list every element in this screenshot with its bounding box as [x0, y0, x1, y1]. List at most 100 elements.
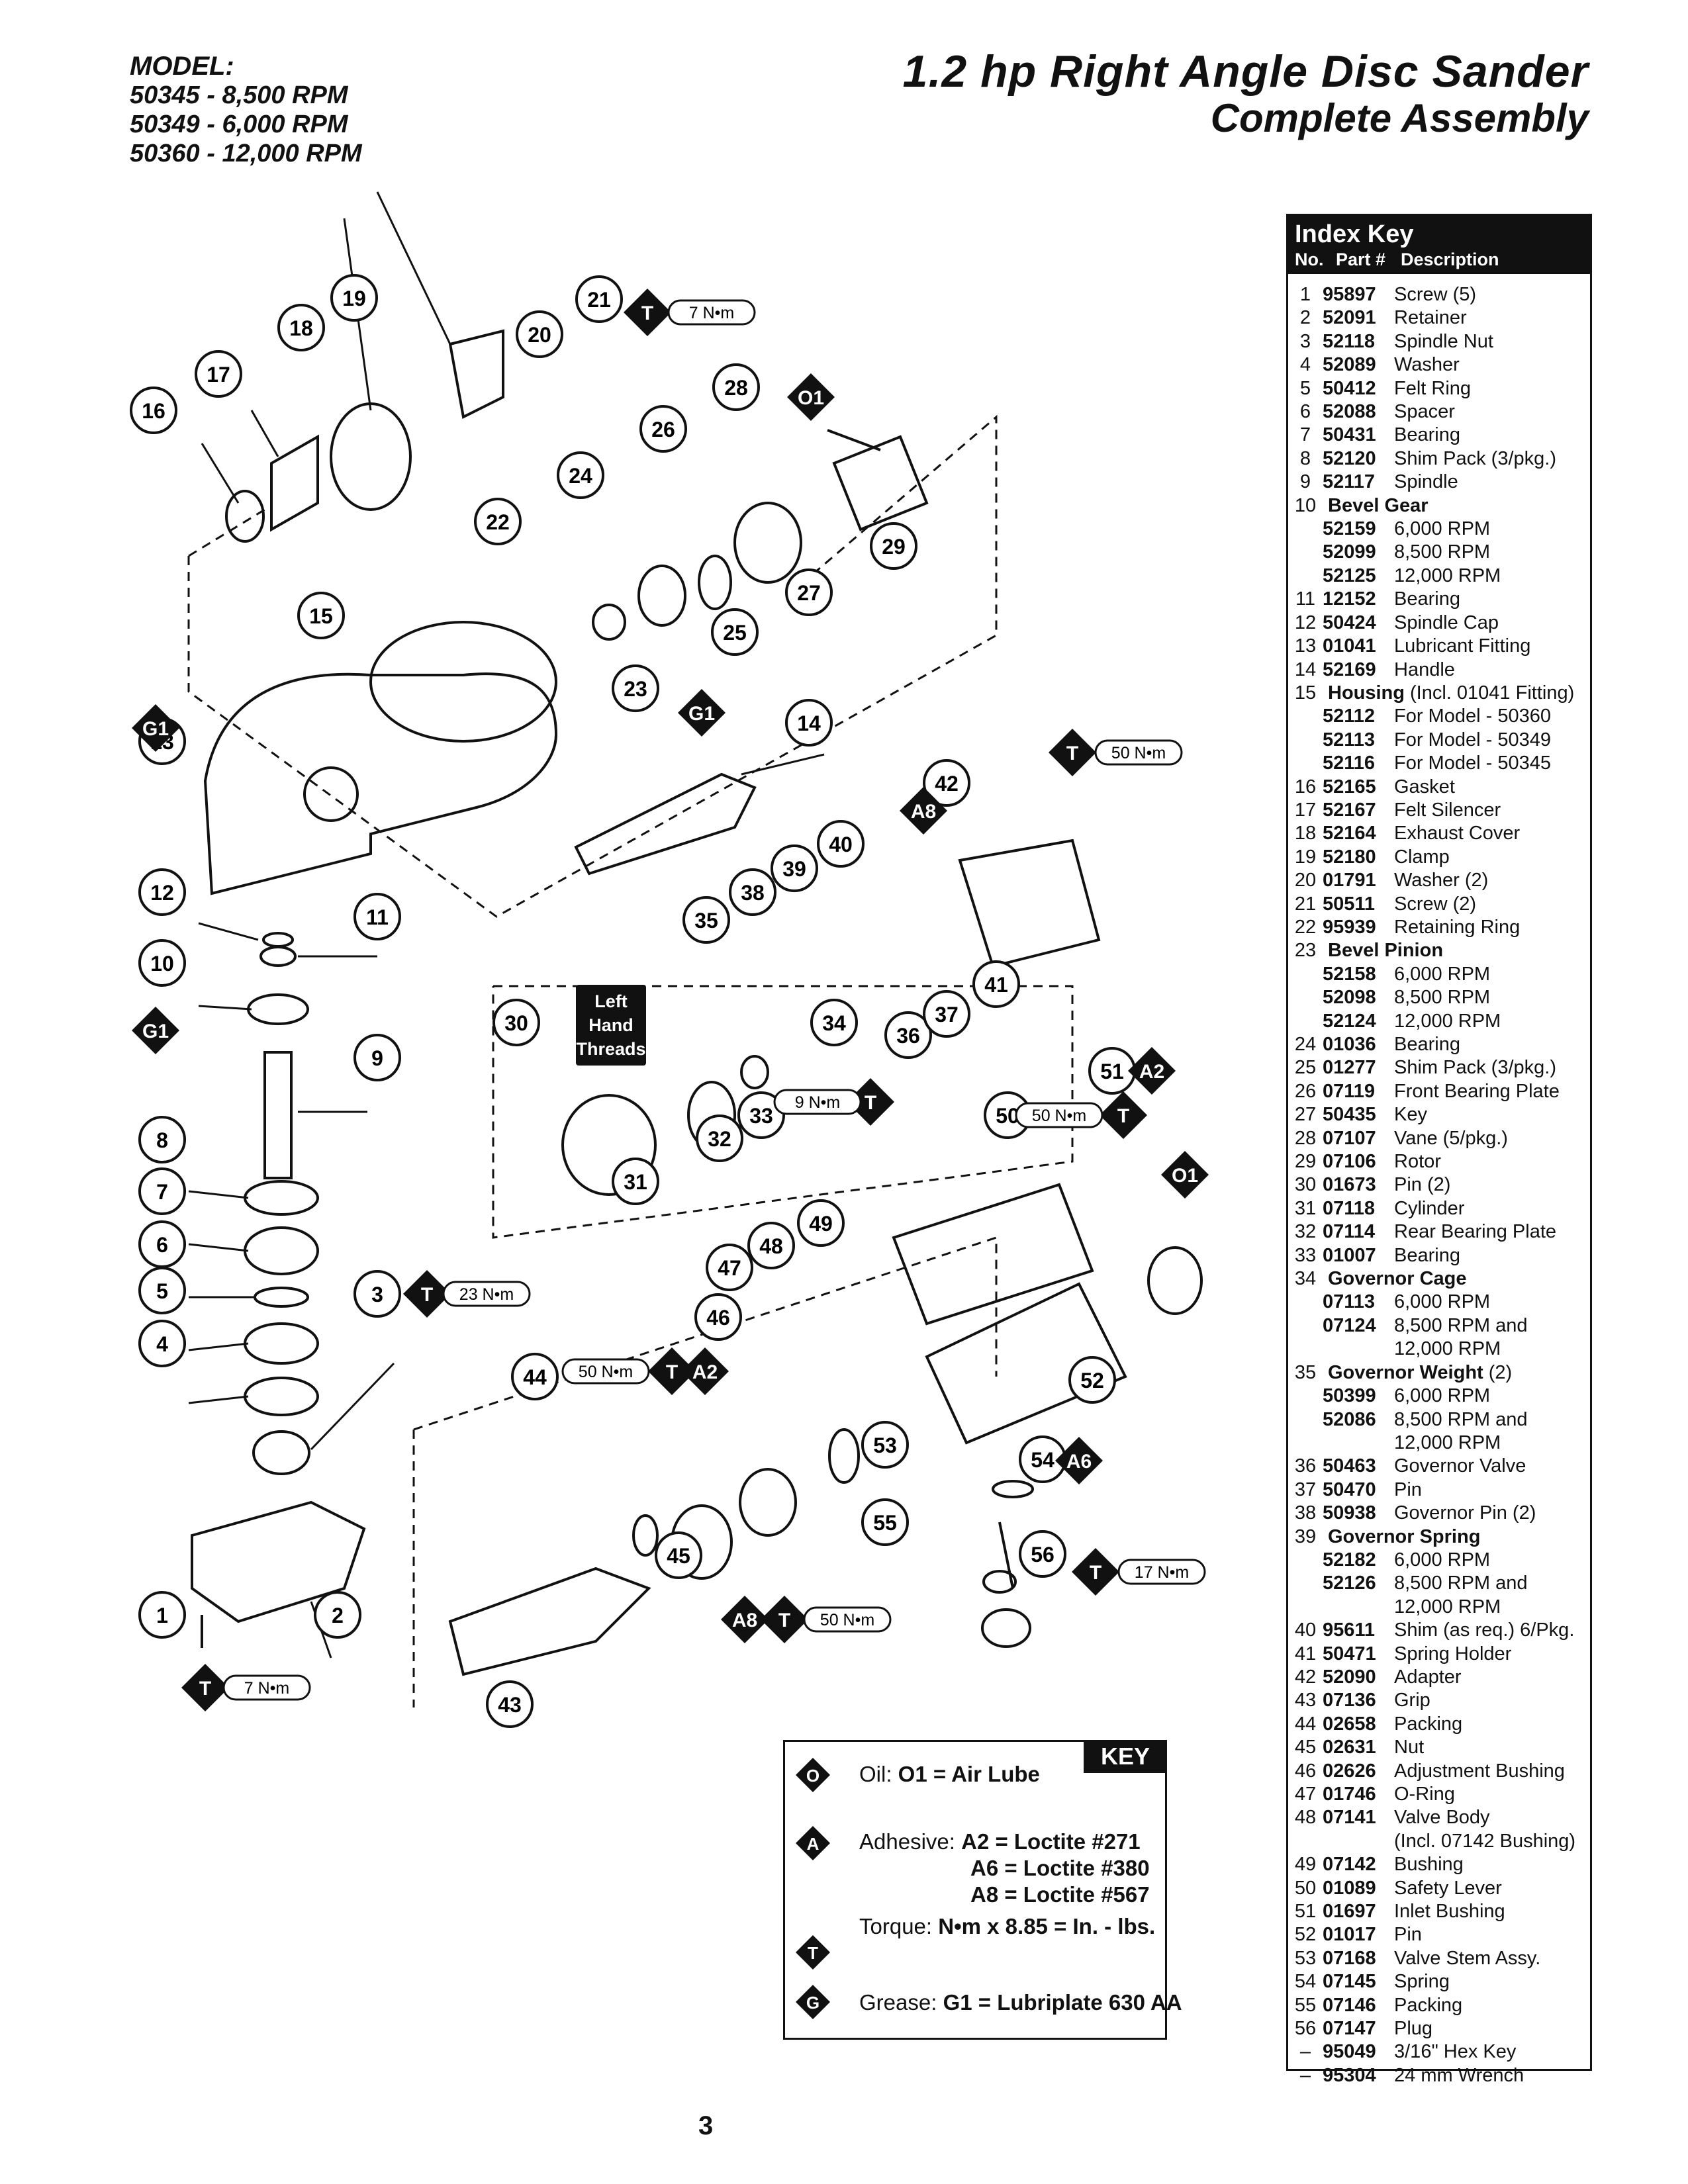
row-part: 52125: [1323, 565, 1376, 586]
svg-text:42: 42: [935, 772, 959, 796]
row-number: 12: [1294, 612, 1317, 633]
shim-pack-8: [244, 1180, 319, 1216]
row-number: 42: [1294, 1666, 1317, 1688]
row-part: 50399: [1323, 1385, 1376, 1407]
svg-text:12: 12: [150, 881, 174, 905]
torque-value-pill: 50 N•m: [561, 1358, 650, 1385]
callout-16: 16: [130, 387, 177, 434]
row-description: Spacer: [1394, 401, 1455, 423]
callout-37: 37: [923, 990, 970, 1038]
svg-text:26: 26: [651, 418, 675, 441]
row-part: 50424: [1323, 612, 1376, 633]
row-description: Shim Pack (3/pkg.): [1394, 1057, 1556, 1079]
row-part: 01277: [1323, 1057, 1376, 1079]
callout-43: 43: [486, 1680, 534, 1728]
retainer-part: [191, 1500, 366, 1623]
spec-symbol-t: T: [624, 289, 671, 336]
row-description: 8,500 RPM and: [1394, 1572, 1528, 1594]
svg-text:19: 19: [342, 287, 366, 310]
row-part: 07136: [1323, 1690, 1376, 1711]
row-part: 07147: [1323, 2018, 1376, 2040]
row-description: [1472, 1267, 1591, 1291]
callout-15: 15: [297, 592, 345, 639]
row-number: 20: [1294, 870, 1317, 891]
row-description: Valve Body: [1394, 1807, 1490, 1829]
spec-symbol-g1: G1: [132, 704, 179, 752]
svg-text:T: T: [778, 1610, 790, 1631]
row-number: –: [1299, 2064, 1311, 2086]
row-description: Handle: [1394, 659, 1455, 680]
row-part: 01036: [1323, 1034, 1376, 1055]
svg-text:A2: A2: [692, 1361, 718, 1383]
svg-text:37: 37: [935, 1003, 959, 1026]
row-number: 14: [1294, 659, 1317, 680]
row-number: 8: [1299, 447, 1311, 469]
parts: [191, 329, 1203, 1676]
svg-text:49: 49: [809, 1212, 833, 1236]
svg-text:46: 46: [706, 1306, 730, 1330]
spec-symbol-t: T: [403, 1270, 451, 1318]
row-part: 07168: [1323, 1947, 1376, 1969]
spindle-cap: [262, 932, 294, 948]
spec-symbol-g1: G1: [132, 1007, 179, 1054]
callout-7: 7: [138, 1167, 186, 1215]
row-description: (2): [1488, 1361, 1513, 1383]
row-number: 49: [1294, 1854, 1317, 1876]
model-row: 50360 - 12,000 RPM: [130, 140, 362, 167]
callout-11: 11: [353, 893, 401, 940]
row-part: 07145: [1323, 1971, 1376, 1993]
title-block: 1.2 hp Right Angle Disc Sander Complete …: [903, 46, 1589, 140]
svg-text:52: 52: [1080, 1369, 1104, 1392]
model-row: 50345 - 8,500 RPM: [130, 81, 348, 109]
spec-symbol-a2: A2: [1128, 1047, 1176, 1095]
callout-41: 41: [972, 960, 1020, 1008]
row-number: –: [1299, 2041, 1311, 2063]
vane-part: [827, 429, 881, 451]
index-key-row: 12,000 RPM: [1288, 1432, 1590, 1455]
svg-text:48: 48: [759, 1234, 783, 1258]
row-part: 52116: [1323, 752, 1376, 774]
row-description: For Model - 50349: [1394, 729, 1551, 751]
svg-text:51: 51: [1100, 1060, 1124, 1083]
svg-text:O: O: [806, 1766, 820, 1786]
svg-text:9: 9: [371, 1046, 383, 1070]
svg-text:54: 54: [1031, 1448, 1055, 1472]
callout-46: 46: [694, 1293, 742, 1341]
row-part: 52098: [1323, 987, 1376, 1009]
row-description: 12,000 RPM: [1394, 1596, 1501, 1617]
key-oil: Oil: O1 = Air Lube: [859, 1762, 1040, 1786]
svg-text:O1: O1: [1172, 1165, 1198, 1187]
spec-symbol-t: T: [181, 1664, 229, 1711]
svg-text:1: 1: [156, 1604, 168, 1627]
row-number: [1288, 963, 1323, 986]
svg-text:27: 27: [797, 581, 821, 605]
col-part: Part #: [1336, 250, 1386, 269]
row-description: Bearing: [1394, 1034, 1460, 1055]
key-legend: KEY O Oil: O1 = Air Lube A Adhesive: A2 …: [783, 1740, 1182, 2040]
row-description: Pin: [1394, 1924, 1422, 1946]
felt-ring-5: [244, 1322, 319, 1365]
row-number: [1288, 705, 1323, 728]
svg-text:55: 55: [873, 1511, 897, 1535]
svg-text:7 N•m: 7 N•m: [689, 304, 734, 322]
callout-34: 34: [810, 999, 858, 1046]
row-number: 32: [1294, 1221, 1317, 1243]
row-number: 39: [1294, 1525, 1317, 1547]
row-part: Governor Cage: [1328, 1268, 1467, 1290]
page-title: 1.2 hp Right Angle Disc Sander: [902, 46, 1589, 97]
row-description: Felt Ring: [1394, 377, 1472, 399]
